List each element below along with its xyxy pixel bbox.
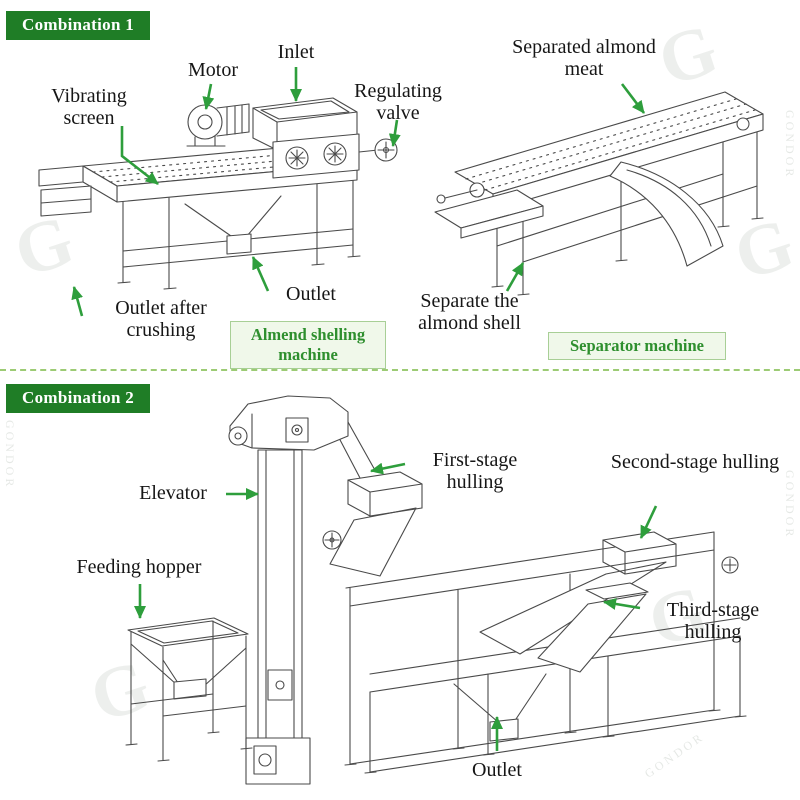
label-elevator: Elevator <box>139 482 207 504</box>
motor-arrow <box>202 83 215 110</box>
label-outlet-after-crushing: Outlet after crushing <box>115 297 207 342</box>
label-third-stage: Third-stage hulling <box>666 599 760 644</box>
label-shelling-outlet: Outlet <box>286 283 336 305</box>
label-vibrating-screen: Vibrating screen <box>51 85 127 130</box>
regulating-valve-arrow <box>388 119 401 147</box>
label-motor: Motor <box>188 59 238 81</box>
third-stage-arrow <box>603 598 641 610</box>
label-second-stage: Second-stage hulling <box>610 451 780 473</box>
shelling-machine-tag: Almend shelling machine <box>230 321 386 370</box>
combination-2-badge: Combination 2 <box>6 384 151 413</box>
label-hulling-outlet: Outlet <box>472 759 522 781</box>
label-separate-almond-shell: Separate the almond shell <box>418 290 521 335</box>
separator-machine-drawing <box>434 91 764 296</box>
watermark-text: GONDOR <box>783 470 797 540</box>
label-inlet: Inlet <box>277 41 315 63</box>
separated-almond-meat-arrow <box>620 83 646 114</box>
separate-almond-shell-arrow <box>505 262 525 292</box>
second-stage-arrow <box>639 505 658 539</box>
label-separated-almond-meat: Separated almond meat <box>512 36 656 81</box>
label-first-stage: First-stage hulling <box>432 449 518 494</box>
combination-1-badge: Combination 1 <box>6 11 151 40</box>
vibrating-screen-arrow <box>120 126 159 186</box>
section-divider <box>0 369 800 371</box>
shelling-outlet-arrow <box>251 256 270 292</box>
outlet-after-crushing-arrow <box>71 286 84 317</box>
shelling-machine-drawing <box>38 97 398 290</box>
watermark-text: GONDOR <box>3 420 17 490</box>
separator-machine-tag: Separator machine <box>548 332 726 361</box>
label-feeding-hopper: Feeding hopper <box>76 556 202 578</box>
first-stage-arrow <box>370 462 406 475</box>
label-regulating-valve: Regulating valve <box>354 80 442 125</box>
watermark-text: GONDOR <box>783 110 797 180</box>
